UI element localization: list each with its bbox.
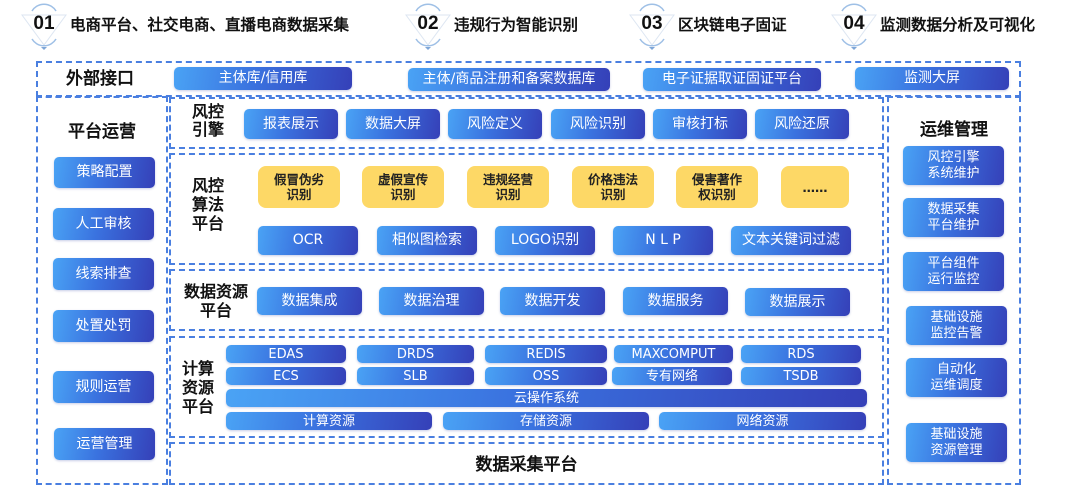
external-item[interactable]: 主体/商品注册和备案数据库 — [408, 68, 610, 91]
compute-resource-item[interactable]: 网络资源 — [659, 412, 866, 430]
compute-service[interactable]: RDS — [741, 345, 861, 363]
cloud-os-bar[interactable]: 云操作系统 — [226, 389, 867, 407]
ops-right-item-label: 基础设施 监控告警 — [930, 309, 983, 341]
step-badge-icon — [405, 3, 451, 50]
step-1: 01 电商平台、社交电商、直播电商数据采集 — [21, 3, 350, 50]
ops-right-item[interactable]: 基础设施 资源管理 — [906, 423, 1007, 462]
ops-right-item[interactable]: 数据采集 平台维护 — [903, 198, 1004, 237]
step-3: 03 区块链电子固证 — [629, 3, 787, 50]
compute-service[interactable]: ECS — [226, 367, 346, 385]
risk-algorithm-title: 风控 算法 平台 — [191, 176, 224, 233]
step-number: 02 — [405, 3, 451, 50]
platform-operations-section — [36, 96, 168, 485]
scenario-item[interactable]: 价格违法 识别 — [572, 166, 654, 208]
om-management-section — [887, 96, 1021, 485]
risk-engine-item[interactable]: 数据大屏 — [346, 109, 440, 139]
compute-service[interactable]: OSS — [485, 367, 607, 385]
ops-right-item-label: 基础设施 资源管理 — [930, 426, 983, 458]
ops-left-item[interactable]: 人工审核 — [53, 208, 154, 240]
risk-engine-item[interactable]: 风险识别 — [551, 109, 645, 139]
external-item[interactable]: 电子证据取证固证平台 — [643, 68, 821, 91]
step-label: 电商平台、社交电商、直播电商数据采集 — [70, 16, 350, 34]
data-resource-item[interactable]: 数据展示 — [745, 288, 850, 316]
technique-item[interactable]: N L P — [613, 226, 713, 255]
data-resource-item[interactable]: 数据治理 — [379, 287, 484, 315]
ops-right-item-label: 数据采集 平台维护 — [927, 201, 980, 233]
ops-left-item[interactable]: 运营管理 — [54, 428, 155, 460]
data-resource-item[interactable]: 数据服务 — [623, 287, 728, 315]
risk-engine-title: 风控 引擎 — [191, 102, 224, 139]
ops-right-item-label: 平台组件 运行监控 — [927, 255, 980, 287]
compute-service[interactable]: REDIS — [485, 345, 607, 363]
compute-service[interactable]: DRDS — [357, 345, 474, 363]
compute-service[interactable]: EDAS — [226, 345, 346, 363]
om-management-title: 运维管理 — [920, 120, 988, 140]
step-badge-icon — [831, 3, 877, 50]
risk-engine-item[interactable]: 审核打标 — [653, 109, 747, 139]
risk-engine-item[interactable]: 风险定义 — [448, 109, 542, 139]
risk-engine-item[interactable]: 风险还原 — [755, 109, 849, 139]
step-4: 04 监测数据分析及可视化 — [831, 3, 1036, 50]
step-number: 01 — [21, 3, 67, 50]
compute-service[interactable]: SLB — [357, 367, 474, 385]
ops-right-item[interactable]: 风控引擎 系统维护 — [903, 146, 1004, 185]
technique-item[interactable]: 文本关键词过滤 — [731, 226, 851, 255]
technique-item[interactable]: 相似图检索 — [377, 226, 477, 255]
ops-left-item[interactable]: 规则运营 — [53, 371, 154, 403]
scenario-item[interactable]: 虚假宣传 识别 — [362, 166, 444, 208]
ops-right-item[interactable]: 基础设施 监控告警 — [906, 306, 1007, 345]
step-badge-icon — [21, 3, 67, 50]
risk-engine-section — [169, 97, 884, 149]
ops-right-item[interactable]: 自动化 运维调度 — [906, 358, 1007, 397]
risk-algorithm-section — [169, 153, 884, 265]
compute-service[interactable]: 专有网络 — [612, 367, 732, 385]
step-number: 04 — [831, 3, 877, 50]
external-item[interactable]: 主体库/信用库 — [174, 67, 352, 90]
compute-resource-item[interactable]: 存储资源 — [443, 412, 649, 430]
step-2: 02 违规行为智能识别 — [405, 3, 579, 50]
external-item[interactable]: 监测大屏 — [855, 67, 1009, 90]
compute-resource-section — [169, 336, 884, 438]
step-badge-icon — [629, 3, 675, 50]
ops-left-item[interactable]: 策略配置 — [54, 157, 155, 188]
compute-service[interactable]: MAXCOMPUT — [614, 345, 733, 363]
step-label: 区块链电子固证 — [678, 16, 787, 34]
technique-item[interactable]: LOGO识别 — [495, 226, 595, 255]
scenario-item-more[interactable]: …… — [781, 166, 849, 208]
step-label: 监测数据分析及可视化 — [880, 16, 1036, 34]
scenario-item[interactable]: 违规经营 识别 — [467, 166, 549, 208]
ops-right-item[interactable]: 平台组件 运行监控 — [903, 252, 1004, 291]
data-resource-item[interactable]: 数据开发 — [500, 287, 605, 315]
ops-left-item[interactable]: 处置处罚 — [53, 310, 154, 342]
data-resource-title: 数据资源 平台 — [183, 282, 248, 320]
technique-item[interactable]: OCR — [258, 226, 358, 255]
data-collection-section — [169, 442, 884, 485]
ops-right-item-label: 风控引擎 系统维护 — [927, 149, 980, 181]
platform-operations-title: 平台运营 — [68, 122, 136, 142]
compute-resource-title: 计算 资源 平台 — [181, 359, 214, 416]
step-label: 违规行为智能识别 — [454, 16, 579, 34]
ops-left-item[interactable]: 线索排查 — [53, 258, 154, 290]
compute-service[interactable]: TSDB — [741, 367, 861, 385]
compute-resource-item[interactable]: 计算资源 — [226, 412, 432, 430]
scenario-item[interactable]: 侵害著作 权识别 — [676, 166, 758, 208]
data-collection-title: 数据采集平台 — [475, 455, 578, 475]
ops-right-item-label: 自动化 运维调度 — [930, 361, 983, 393]
external-interface-section — [36, 61, 1021, 97]
risk-engine-item[interactable]: 报表展示 — [244, 109, 338, 139]
step-number: 03 — [629, 3, 675, 50]
scenario-item[interactable]: 假冒伪劣 识别 — [258, 166, 340, 208]
data-resource-item[interactable]: 数据集成 — [257, 287, 362, 315]
external-interface-title: 外部接口 — [66, 69, 134, 89]
data-resource-section — [169, 269, 884, 331]
